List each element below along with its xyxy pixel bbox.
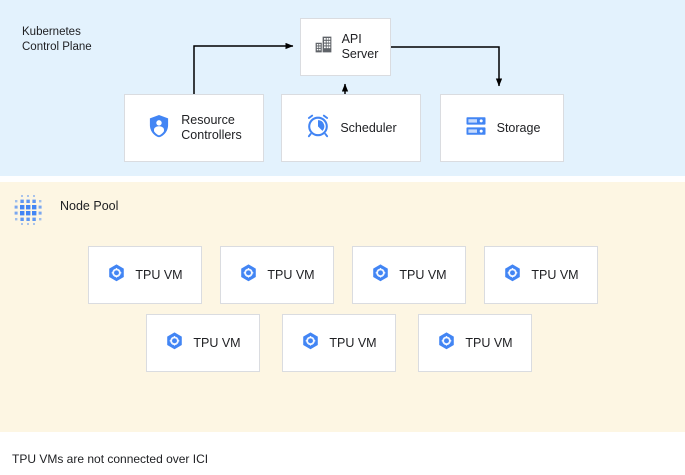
tpu-vm-box[interactable]: TPU VM: [146, 314, 260, 372]
hexagon-gear-icon: [239, 263, 258, 287]
tpu-vm-box[interactable]: TPU VM: [484, 246, 598, 304]
tpu-vm-label: TPU VM: [135, 268, 183, 282]
tpu-vm-label: TPU VM: [465, 336, 513, 350]
dot-matrix-icon: [11, 193, 47, 229]
alarm-clock-icon: [305, 113, 331, 144]
node-storage[interactable]: Storage: [440, 94, 564, 162]
tpu-vm-label: TPU VM: [531, 268, 579, 282]
tpu-vm-label: TPU VM: [399, 268, 447, 282]
tpu-vm-label: TPU VM: [329, 336, 377, 350]
node-resource-controllers[interactable]: Resource Controllers: [124, 94, 264, 162]
node-api-server[interactable]: API Server: [300, 18, 391, 76]
node-scheduler-label: Scheduler: [340, 120, 397, 135]
tpu-vm-box[interactable]: TPU VM: [88, 246, 202, 304]
hexagon-gear-icon: [107, 263, 126, 287]
node-pool-section: [0, 182, 685, 432]
tpu-vm-box[interactable]: TPU VM: [220, 246, 334, 304]
building-icon: [313, 34, 334, 60]
shield-user-icon: [146, 113, 172, 144]
node-api-server-label: API Server: [341, 32, 379, 61]
node-resource-controllers-label: Resource Controllers: [181, 113, 242, 142]
storage-stack-icon: [464, 114, 488, 143]
tpu-vm-label: TPU VM: [267, 268, 315, 282]
tpu-vm-box[interactable]: TPU VM: [418, 314, 532, 372]
tpu-vm-box[interactable]: TPU VM: [352, 246, 466, 304]
hexagon-gear-icon: [301, 331, 320, 355]
node-storage-label: Storage: [496, 120, 541, 135]
hexagon-gear-icon: [165, 331, 184, 355]
node-scheduler[interactable]: Scheduler: [281, 94, 421, 162]
diagram-caption: TPU VMs are not connected over ICI: [12, 452, 209, 466]
tpu-vm-box[interactable]: TPU VM: [282, 314, 396, 372]
hexagon-gear-icon: [371, 263, 390, 287]
hexagon-gear-icon: [503, 263, 522, 287]
node-pool-label: Node Pool: [60, 199, 119, 213]
hexagon-gear-icon: [437, 331, 456, 355]
control-plane-label: Kubernetes Control Plane: [22, 26, 92, 53]
tpu-vm-label: TPU VM: [193, 336, 241, 350]
